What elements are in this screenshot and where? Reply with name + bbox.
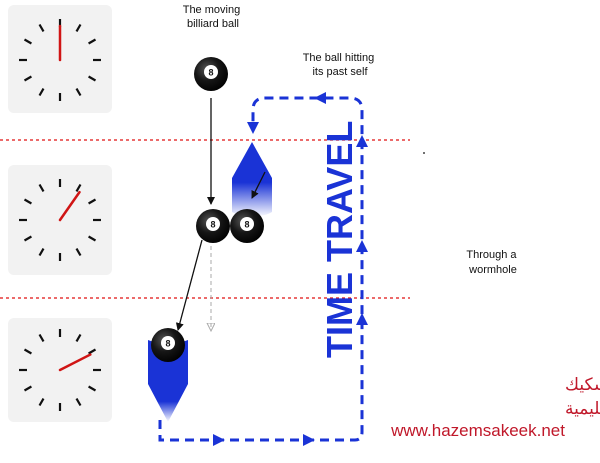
clock-tick: [88, 198, 97, 205]
loop-arrow-right-3: [356, 135, 368, 147]
svg-text:8: 8: [210, 220, 215, 230]
credit-network: شبكة الفيزياء التعليمية: [565, 399, 600, 419]
clock-tick: [88, 385, 97, 392]
clock-tick: [23, 235, 32, 242]
clock-tick: [88, 75, 97, 82]
clock-tick: [75, 183, 82, 192]
clock-tick: [75, 333, 82, 342]
loop-arrow-left-down: [247, 122, 259, 134]
clock-bottom: [8, 318, 112, 422]
clock-tick: [75, 398, 82, 407]
credit-author: د. حازم فلاح سكيك: [565, 375, 600, 395]
svg-text:8: 8: [165, 339, 170, 349]
billiard-ball-bottom: 8: [151, 328, 185, 362]
clock-tick: [75, 23, 82, 32]
label-ball-hitting: The ball hitting its past self: [303, 52, 378, 78]
arrow-deflect-path: [175, 239, 203, 331]
clock-hand-middle: [58, 190, 81, 222]
billiard-ball-past-self: 8: [230, 209, 264, 243]
loop-arrow-bottom-2: [303, 434, 315, 446]
credit-website-link[interactable]: www.hazemsakeek.net: [390, 421, 565, 440]
svg-text:8: 8: [244, 220, 249, 230]
trail-past-self: [232, 142, 272, 216]
trail-bottom-ball: [148, 340, 188, 422]
clock-tick: [23, 75, 32, 82]
loop-arrow-right-2: [356, 240, 368, 252]
billiard-ball-top: 8: [194, 57, 228, 91]
clock-tick: [38, 333, 45, 342]
clock-tick: [88, 38, 97, 45]
clock-tick: [75, 248, 82, 257]
stray-dot: [423, 152, 425, 154]
svg-text:8: 8: [208, 68, 213, 78]
clock-tick: [23, 385, 32, 392]
clock-tick: [38, 248, 45, 257]
clock-tick: [23, 38, 32, 45]
label-moving-ball: The moving billiard ball: [183, 4, 244, 30]
clock-tick: [23, 198, 32, 205]
loop-arrow-top: [314, 92, 326, 104]
clock-tick: [38, 23, 45, 32]
loop-arrow-right-1: [356, 313, 368, 325]
clock-tick: [88, 235, 97, 242]
billiard-ball-collision: 8: [196, 209, 230, 243]
clock-tick: [38, 88, 45, 97]
clock-tick: [38, 183, 45, 192]
clock-tick: [23, 348, 32, 355]
time-travel-label: TIME TRAVEL: [319, 121, 360, 358]
clock-tick: [88, 348, 97, 355]
clock-hand-bottom: [58, 353, 92, 372]
arrow-past-self-path: [251, 171, 266, 199]
wormhole-path: [158, 96, 364, 442]
label-wormhole: Through a wormhole: [466, 249, 519, 276]
loop-arrow-bottom-1: [213, 434, 225, 446]
clock-tick: [75, 88, 82, 97]
clock-middle: [8, 165, 112, 275]
clock-top: [8, 5, 112, 113]
clock-tick: [38, 398, 45, 407]
